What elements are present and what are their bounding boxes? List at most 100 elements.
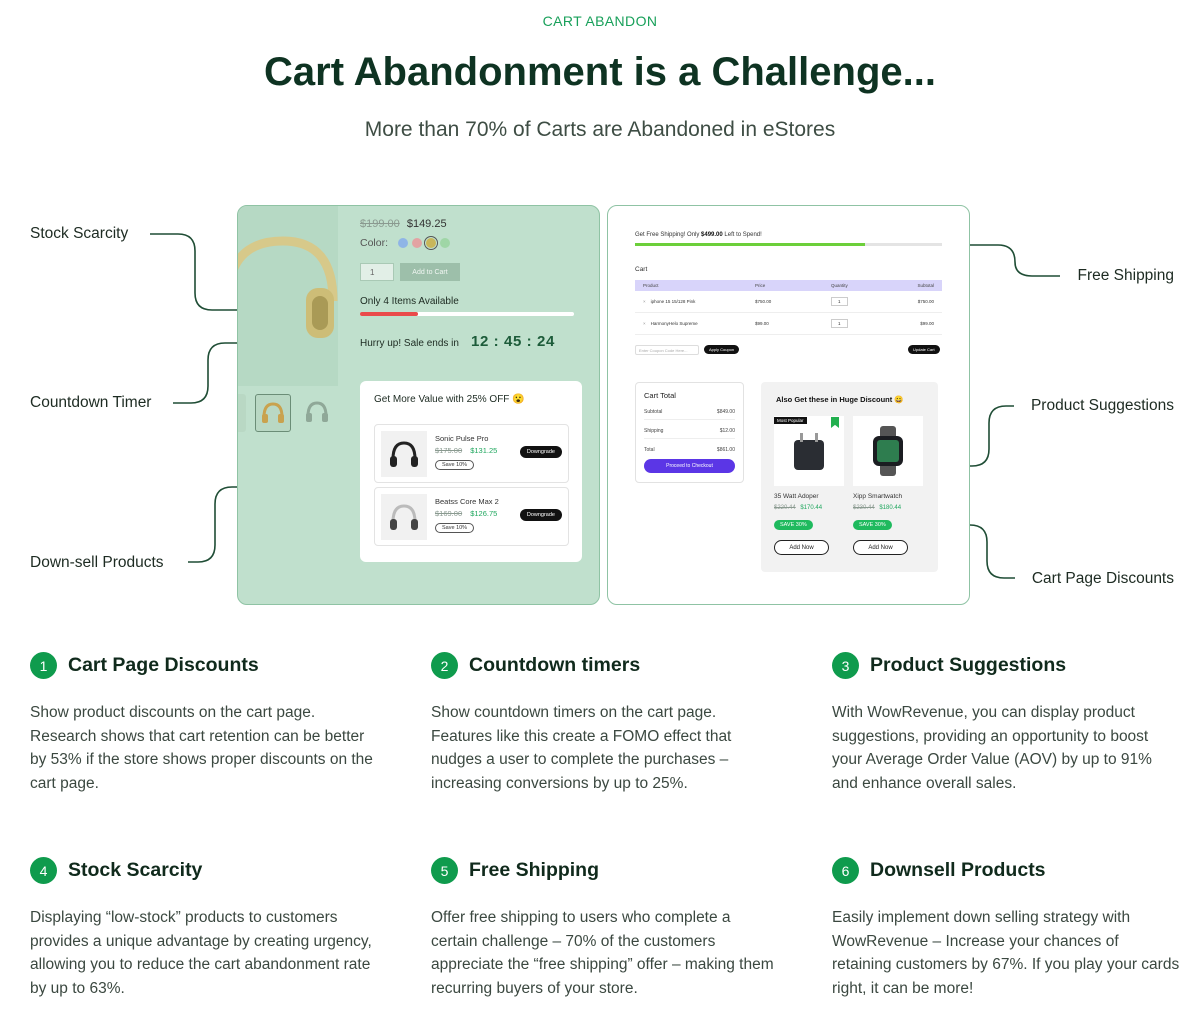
product-cell: × iphone 15 15/128 Pink — [635, 299, 755, 304]
feature-description: With WowRevenue, you can display product… — [832, 704, 1152, 792]
feature-number: 6 — [832, 857, 859, 884]
downsell-item-prices: $175.00 $131.25 — [435, 446, 497, 455]
product-name: iphone 15 15/128 Pink — [650, 299, 696, 304]
total-label: Total — [644, 447, 655, 453]
color-label: Color: — [360, 237, 389, 249]
feature-number: 4 — [30, 857, 57, 884]
timer-label: Hurry up! Sale ends in — [360, 338, 459, 349]
apply-coupon-button[interactable]: Apply Coupon — [704, 345, 740, 354]
suggestion-price: $220.44 $170.44 — [774, 505, 822, 511]
old-price: $230.44 — [853, 505, 875, 511]
coupon-input[interactable]: Enter Coupon Code Here... — [635, 345, 699, 355]
subtotal-value: $849.00 — [716, 409, 735, 415]
feature-title: Free Shipping — [469, 859, 600, 881]
save-badge: Save 10% — [435, 460, 475, 470]
quantity-row: 1 Add to Cart — [360, 263, 460, 281]
smartwatch-icon — [873, 426, 903, 476]
page-subtitle: More than 70% of Carts are Abandoned in … — [364, 118, 836, 141]
subtotal-label: Subtotal — [644, 409, 663, 415]
add-now-button[interactable]: Add Now — [774, 540, 829, 555]
quantity-cell: 1 — [831, 319, 901, 328]
old-price: $199.00 — [360, 218, 400, 230]
feature-number: 3 — [832, 652, 859, 679]
quantity-stepper[interactable]: 1 — [831, 297, 848, 306]
subtotal-line: Subtotal $849.00 — [644, 409, 735, 420]
shipping-label: Shipping — [644, 428, 664, 434]
total-value: $861.00 — [716, 447, 735, 453]
old-price: $169.00 — [435, 509, 463, 518]
color-swatch[interactable] — [412, 238, 423, 248]
free-shipping-text: Get Free Shipping! Only $499.00 Left to … — [635, 232, 762, 238]
price-cell: $99.00 — [755, 321, 769, 326]
total-line: Total $861.00 — [644, 447, 735, 457]
most-popular-badge: Most Popular — [774, 417, 807, 424]
thumbnail[interactable] — [300, 394, 336, 432]
add-now-button[interactable]: Add Now — [853, 540, 908, 555]
stock-progress-fill — [360, 312, 418, 316]
countdown-timer: 12 : 45 : 24 — [471, 333, 555, 350]
thumbnail[interactable] — [238, 394, 246, 432]
shipping-value: $12.00 — [719, 428, 735, 434]
old-price: $220.44 — [774, 505, 796, 511]
callout-free-shipping: Free Shipping — [1077, 267, 1174, 284]
update-cart-button[interactable]: Update Cart — [908, 345, 940, 354]
feature-title: Countdown timers — [469, 654, 641, 676]
quantity-cell: 1 — [831, 297, 901, 306]
suggestion-price: $230.44 $180.44 — [853, 505, 901, 511]
stock-label: Only 4 Items Available — [360, 296, 459, 307]
shipping-line: Shipping $12.00 — [644, 428, 735, 439]
downsell-item-name: Sonic Pulse Pro — [435, 434, 489, 443]
feature-description: Easily implement down selling strategy w… — [832, 909, 1180, 997]
remove-icon[interactable]: × — [643, 321, 646, 326]
save-badge: Save 10% — [435, 523, 475, 533]
color-swatch-selected[interactable] — [424, 236, 439, 250]
cart-page-mock: Get Free Shipping! Only $499.00 Left to … — [607, 205, 970, 605]
downsell-card: Get More Value with 25% OFF 😮 Sonic Puls… — [360, 381, 582, 562]
downsell-item: Beatss Core Max 2 $169.00 $126.75 Save 1… — [374, 487, 569, 546]
headphones-icon — [306, 401, 328, 422]
headphones-icon — [238, 236, 338, 338]
new-price: $131.25 — [470, 446, 498, 455]
headphones-icon — [390, 441, 418, 467]
headphone-image — [238, 206, 338, 386]
color-swatch[interactable] — [440, 238, 451, 248]
headphones-icon — [262, 402, 284, 423]
downgrade-button[interactable]: Downgrade — [519, 446, 562, 458]
color-selector: Color: — [360, 236, 451, 250]
thumbnail-selected[interactable] — [255, 394, 291, 432]
price-row: $199.00 $149.25 — [360, 218, 447, 230]
free-shipping-prefix: Get Free Shipping! Only — [635, 232, 700, 238]
free-shipping-progress-fill — [635, 243, 866, 246]
eyebrow-label: CART ABANDON — [542, 13, 658, 29]
downsell-item-name: Beatss Core Max 2 — [435, 497, 499, 506]
color-swatch[interactable] — [398, 238, 409, 248]
page-title: Cart Abandonment is a Challenge... — [264, 50, 936, 94]
feature-number: 5 — [431, 857, 458, 884]
add-to-cart-button[interactable]: Add to Cart — [400, 263, 460, 281]
product-suggestions-box: Also Get these in Huge Discount 😀 Most P… — [761, 382, 938, 572]
downsell-title: Get More Value with 25% OFF 😮 — [374, 394, 525, 405]
bookmark-icon — [831, 417, 839, 428]
table-row: ×iphone 15 15/128 Pink $750.00 1 $750.00 — [635, 291, 942, 313]
column-header: Price — [755, 283, 766, 288]
save-badge: SAVE 30% — [774, 520, 813, 530]
product-thumbnail — [381, 431, 427, 477]
quantity-stepper[interactable]: 1 — [831, 319, 848, 328]
thumbnail-strip — [238, 394, 348, 434]
downgrade-button[interactable]: Downgrade — [519, 509, 562, 521]
cart-table: Product Price Quantity Subtotal ×iphone … — [635, 280, 942, 335]
quantity-stepper[interactable]: 1 — [360, 263, 394, 281]
downsell-item-prices: $169.00 $126.75 — [435, 509, 497, 518]
feature-number: 2 — [431, 652, 458, 679]
stock-progress-bar — [360, 312, 574, 316]
headphones-icon — [390, 504, 418, 530]
remove-icon[interactable]: × — [643, 299, 646, 304]
cart-total-title: Cart Total — [644, 391, 676, 400]
proceed-to-checkout-button[interactable]: Proceed to Checkout — [644, 459, 735, 473]
downsell-item: Sonic Pulse Pro $175.00 $131.25 Save 10%… — [374, 424, 569, 483]
old-price: $175.00 — [435, 446, 463, 455]
